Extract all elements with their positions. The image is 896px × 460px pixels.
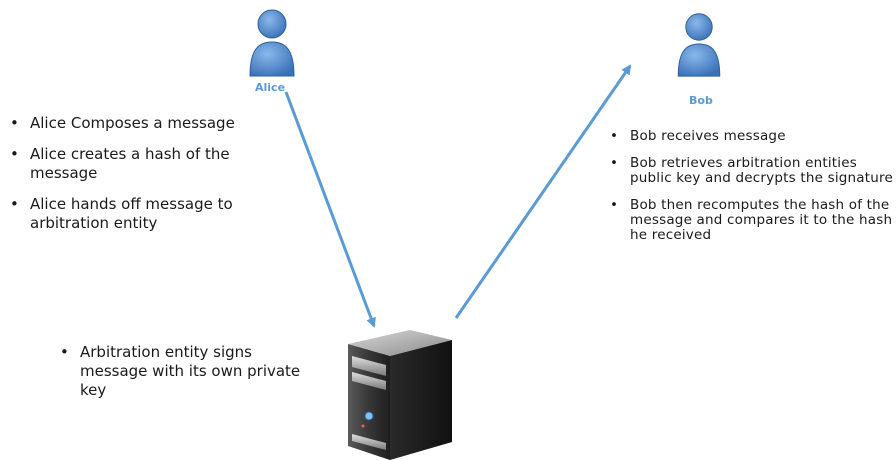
- bob-person-icon: [677, 13, 721, 77]
- server-icon: [348, 330, 452, 460]
- alice-person-icon: [249, 9, 295, 77]
- arbitration-step: Arbitration entity signs message with it…: [58, 343, 308, 400]
- bob-step: Bob then recomputes the hash of the mess…: [608, 198, 896, 243]
- alice-step: Alice Composes a message: [8, 114, 298, 133]
- alice-label: Alice: [255, 81, 286, 94]
- alice-steps-list: Alice Composes a message Alice creates a…: [8, 114, 298, 245]
- bob-label: Bob: [689, 94, 713, 107]
- bob-step: Bob retrieves arbitration entities publi…: [608, 156, 896, 186]
- bob-step: Bob receives message: [608, 129, 896, 145]
- arrow-arbitration-to-bob: [454, 64, 632, 319]
- arbitration-steps-list: Arbitration entity signs message with it…: [58, 343, 308, 400]
- alice-step: Alice creates a hash of the message: [8, 145, 298, 183]
- arrow-alice-to-arbitration: [284, 91, 376, 328]
- bob-steps-list: Bob receives message Bob retrieves arbit…: [608, 129, 896, 255]
- alice-step: Alice hands off message to arbitration e…: [8, 195, 298, 233]
